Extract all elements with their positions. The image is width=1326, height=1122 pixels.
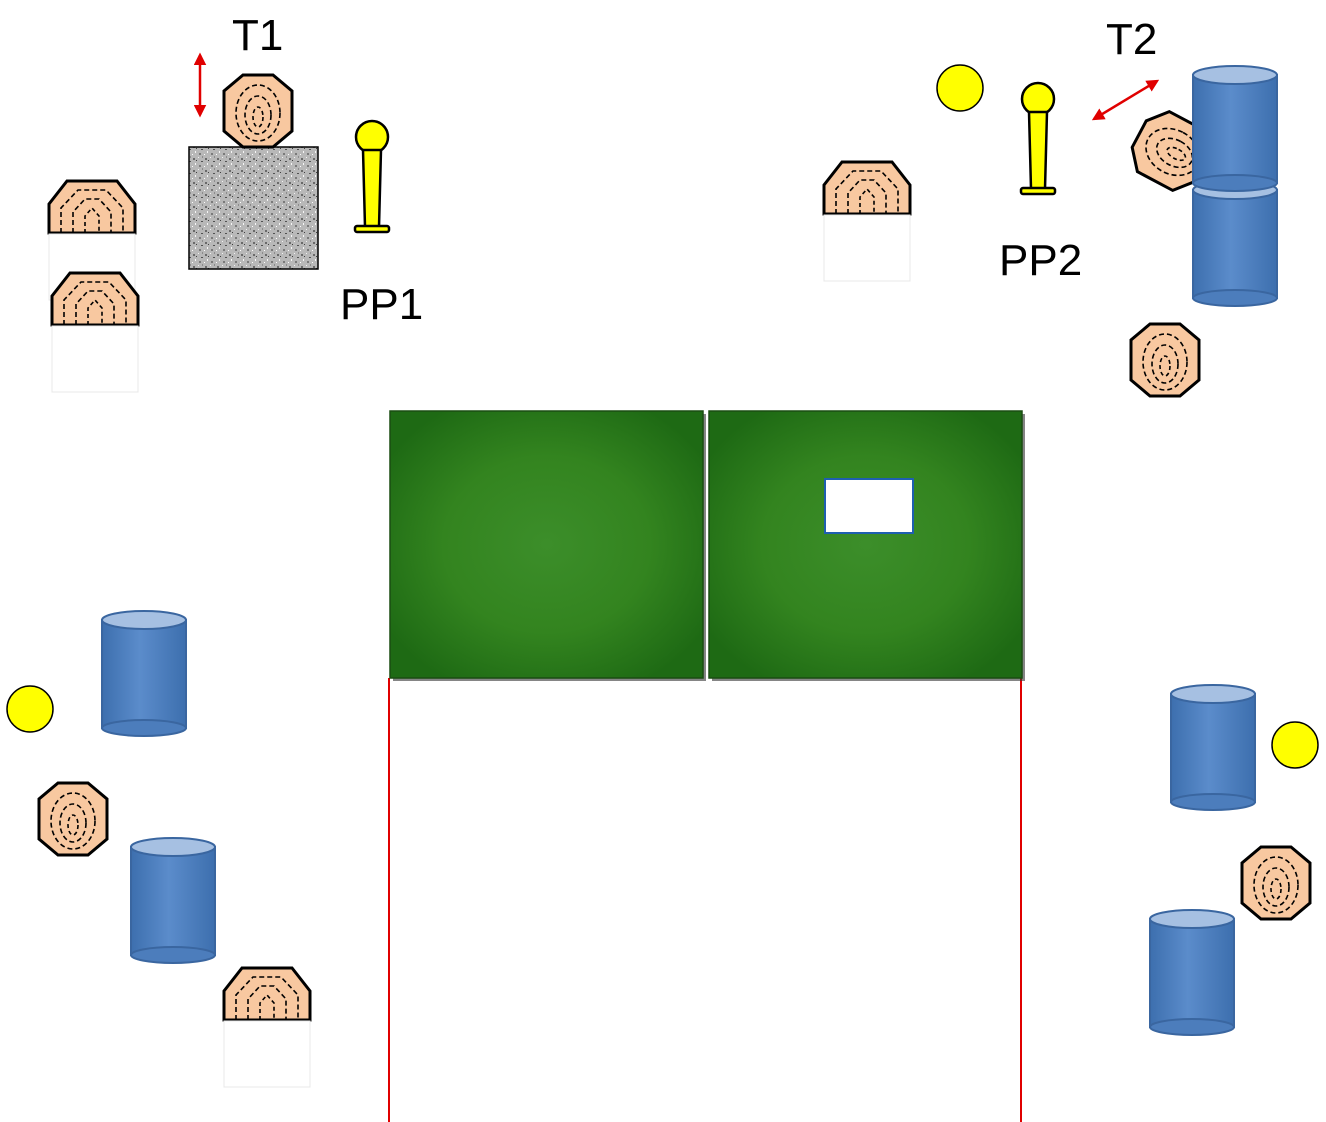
label-pp2: PP2 bbox=[999, 236, 1083, 285]
barrel-icon bbox=[101, 610, 187, 737]
label-t2: T2 bbox=[1106, 15, 1158, 64]
popper-pp1-icon bbox=[353, 119, 391, 234]
hardcover-block bbox=[188, 146, 319, 270]
barrel-icon bbox=[1149, 909, 1235, 1036]
steel-plate-icon bbox=[936, 64, 984, 112]
paper-target-icon bbox=[37, 781, 109, 857]
steel-plate-icon bbox=[1271, 721, 1319, 769]
partial-target-icon bbox=[222, 966, 312, 1089]
wall-left bbox=[389, 410, 706, 681]
window-opening bbox=[824, 478, 914, 534]
label-pp1: PP1 bbox=[340, 280, 424, 329]
barrel-icon bbox=[130, 837, 216, 964]
wall-right bbox=[708, 410, 1025, 681]
popper-pp2-icon bbox=[1019, 81, 1057, 196]
partial-target-icon bbox=[822, 160, 912, 283]
partial-target-icon bbox=[50, 271, 140, 394]
paper-target-icon bbox=[1129, 322, 1201, 398]
label-t1: T1 bbox=[232, 11, 284, 60]
barrel-icon bbox=[1192, 180, 1278, 307]
barrel-icon bbox=[1170, 684, 1256, 811]
barrel-icon bbox=[1192, 65, 1278, 192]
double-arrow-icon bbox=[1091, 79, 1160, 121]
steel-plate-icon bbox=[6, 685, 54, 733]
paper-target-icon bbox=[1240, 845, 1312, 921]
swinger-target-t1-icon bbox=[222, 73, 294, 149]
